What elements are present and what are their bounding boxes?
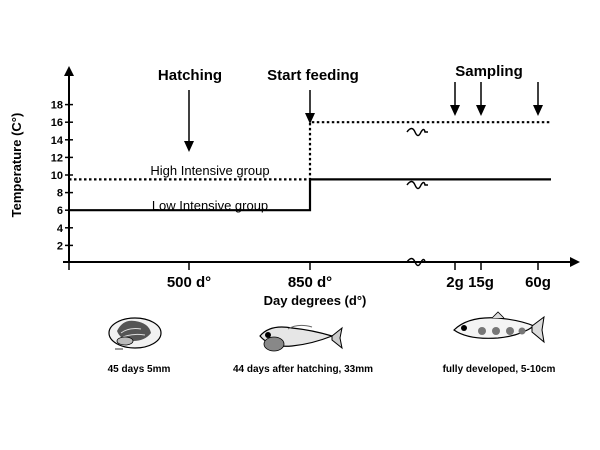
x-tick-label: 500 d° <box>167 274 211 291</box>
y-tick-label: 4 <box>57 223 64 235</box>
y-axis-label: Temperature (C°) <box>9 113 24 218</box>
series-label-high: High Intensive group <box>150 163 269 178</box>
y-ticks: 2 4 6 8 10 12 14 16 18 <box>51 100 73 252</box>
x-axis-arrowhead <box>570 257 580 267</box>
series-lines <box>69 121 551 212</box>
juvenile-fish-icon <box>453 311 545 344</box>
x-tick-label: 850 d° <box>288 274 332 291</box>
stage-caption: fully developed, 5-10cm <box>443 364 556 375</box>
sampling-arrow-icon <box>450 82 460 116</box>
fish-larva-icon <box>259 324 343 352</box>
y-tick-label: 8 <box>57 188 63 200</box>
y-tick-label: 14 <box>51 135 64 147</box>
x-tick-label: 2g <box>446 274 464 291</box>
sampling-label: Sampling <box>455 63 523 80</box>
y-axis-arrowhead <box>64 66 74 76</box>
hatching-arrow-icon <box>184 90 194 152</box>
y-tick-label: 12 <box>51 152 63 164</box>
y-tick-label: 18 <box>51 100 63 112</box>
start-feeding-arrow-icon <box>305 90 315 124</box>
x-axis-label: Day degrees (d°) <box>264 293 367 308</box>
x-tick-label: 15g <box>468 274 494 291</box>
axis-break-icon <box>406 257 428 267</box>
start-feeding-label: Start feeding <box>267 67 359 84</box>
series-line-low-intensive <box>69 178 551 212</box>
y-tick-label: 10 <box>51 170 63 182</box>
axis-break-icon <box>406 180 428 190</box>
axis-break-icon <box>406 127 428 137</box>
series-line-high-intensive <box>69 121 551 181</box>
hatching-label: Hatching <box>158 67 222 84</box>
x-tick-label: 60g <box>525 274 551 291</box>
stage-caption: 44 days after hatching, 33mm <box>233 364 373 375</box>
fish-egg-icon <box>108 317 162 350</box>
sampling-arrow-icon <box>533 82 543 116</box>
y-tick-label: 2 <box>57 240 63 252</box>
y-tick-label: 6 <box>57 205 63 217</box>
axis-break-icons <box>406 127 428 267</box>
series-label-low: Low Intensive group <box>152 198 268 213</box>
y-tick-label: 16 <box>51 117 63 129</box>
sampling-arrow-icon <box>476 82 486 116</box>
stage-caption: 45 days 5mm <box>108 364 171 375</box>
